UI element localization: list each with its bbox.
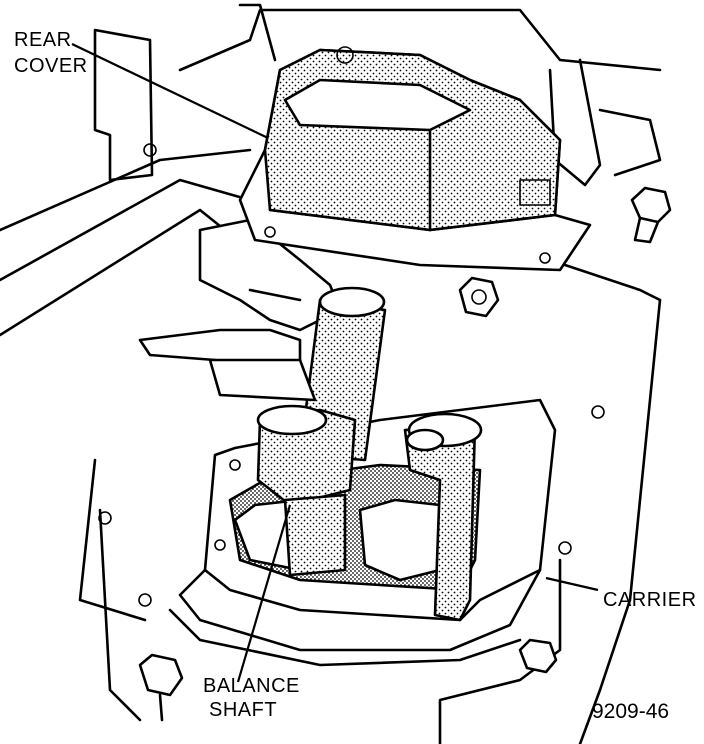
balance-shaft-leader [236, 504, 292, 683]
balance-shaft-label-line2: SHAFT [209, 699, 277, 721]
engine-block [78, 8, 662, 744]
balance-shaft-left [256, 286, 387, 577]
balance-shaft-right [208, 358, 483, 622]
rear-cover-leader [71, 43, 269, 139]
balance-shaft-label-line1: BALANCE [203, 675, 300, 697]
bolt-upper-right [630, 186, 672, 244]
carrier-label: CARRIER [603, 589, 697, 611]
bolt-center [458, 276, 500, 318]
rear-cover-label-line1: REAR [14, 29, 72, 51]
rear-cover-label-line2: COVER [14, 55, 88, 77]
figure-number: 9209-46 [592, 700, 669, 723]
bolt-lower-left [138, 653, 184, 722]
carrier-leader [545, 576, 599, 592]
bolt-lower-right [518, 638, 558, 674]
rear-cover [238, 3, 592, 272]
